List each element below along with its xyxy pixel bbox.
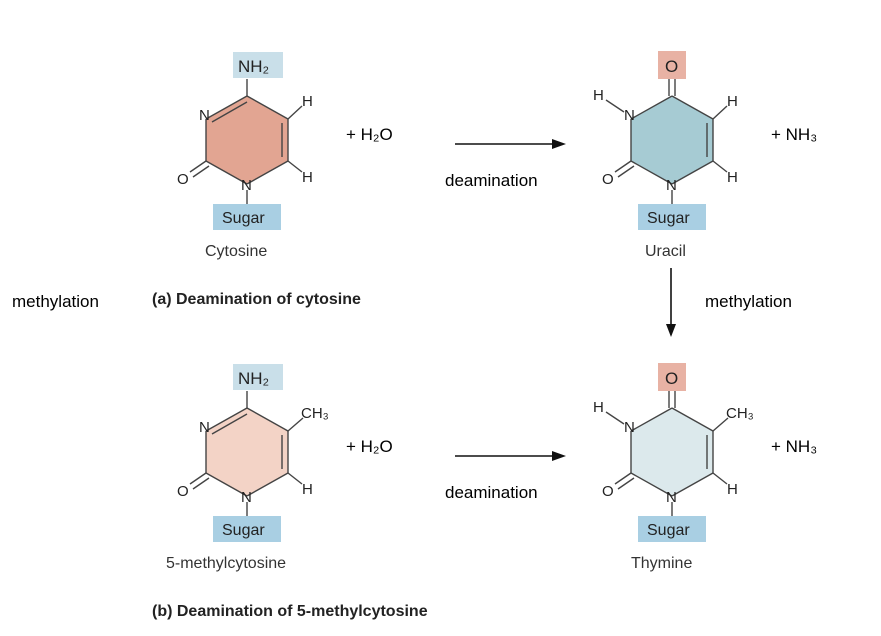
ring-nitrogen: N: [199, 107, 210, 124]
oxygen-highlight: [658, 51, 686, 79]
amine-group: NH₂: [238, 57, 269, 76]
ring-nitrogen-glycosidic: N: [241, 177, 252, 194]
hydrogen-atom: H: [727, 481, 738, 498]
sugar-label: Sugar: [222, 210, 265, 227]
uracil-name: Uracil: [645, 243, 686, 260]
ring-nitrogen: N: [624, 107, 635, 124]
hydrogen-atom: H: [302, 93, 313, 110]
methyl-group: CH₃: [301, 405, 329, 422]
hydrogen-atom: H: [302, 481, 313, 498]
arrow-head-methylation: [666, 324, 676, 337]
thymine-molecule: O N N H O CH₃ H Sugar Thymine: [593, 363, 754, 572]
uracil-molecule: O N N H O H H Sugar Uracil: [593, 51, 738, 260]
byproduct-ammonia-b: + NH₃: [771, 437, 817, 456]
cytosine-name: Cytosine: [205, 243, 267, 260]
ring-nitrogen-glycosidic: N: [666, 177, 677, 194]
thymine-name: Thymine: [631, 555, 692, 572]
sugar-highlight: [213, 516, 281, 542]
methylcytosine-molecule: NH₂ N N O CH₃ H Sugar 5-methylcytosine: [166, 364, 329, 572]
sugar-highlight: [213, 204, 281, 230]
reagent-water-a: + H₂O: [346, 125, 393, 144]
ring-nitrogen: N: [199, 419, 210, 436]
ring-nitrogen-glycosidic: N: [241, 489, 252, 506]
oxygen-highlight: [658, 363, 686, 391]
cytosine-ring: [206, 96, 288, 184]
carbonyl-oxygen: O: [177, 171, 189, 188]
sugar-label: Sugar: [647, 210, 690, 227]
amine-highlight: [233, 52, 283, 78]
methylcytosine-ring: [206, 408, 288, 496]
sugar-label: Sugar: [222, 522, 265, 539]
reagent-water-b: + H₂O: [346, 437, 393, 456]
sugar-highlight: [638, 516, 706, 542]
arrow-head-a: [552, 139, 566, 149]
caption-panel-b: (b) Deamination of 5-methylcytosine: [152, 603, 428, 620]
carbonyl-oxygen: O: [602, 483, 614, 500]
hydrogen-atom: H: [593, 87, 604, 104]
sugar-highlight: [638, 204, 706, 230]
uracil-ring: [631, 96, 713, 184]
arrow-label-a: deamination: [445, 171, 538, 190]
ring-nitrogen-glycosidic: N: [666, 489, 677, 506]
amine-group: NH₂: [238, 369, 269, 388]
amine-highlight: [233, 364, 283, 390]
carbonyl-oxygen: O: [602, 171, 614, 188]
hydrogen-atom: H: [593, 399, 604, 416]
methylation-label-left: methylation: [12, 292, 99, 311]
byproduct-ammonia-a: + NH₃: [771, 125, 817, 144]
cytosine-molecule: NH₂ N N O H H Sugar Cytosine: [177, 52, 313, 260]
ring-nitrogen: N: [624, 419, 635, 436]
methylation-label-right: methylation: [705, 292, 792, 311]
arrow-label-b: deamination: [445, 483, 538, 502]
hydrogen-atom: H: [727, 93, 738, 110]
methylcytosine-name: 5-methylcytosine: [166, 555, 286, 572]
sugar-label: Sugar: [647, 522, 690, 539]
caption-panel-a: (a) Deamination of cytosine: [152, 291, 361, 308]
hydrogen-atom: H: [302, 169, 313, 186]
arrow-head-b: [552, 451, 566, 461]
methyl-group: CH₃: [726, 405, 754, 422]
thymine-ring: [631, 408, 713, 496]
hydrogen-atom: H: [727, 169, 738, 186]
oxygen-atom: O: [665, 57, 678, 76]
carbonyl-oxygen: O: [177, 483, 189, 500]
oxygen-atom: O: [665, 369, 678, 388]
